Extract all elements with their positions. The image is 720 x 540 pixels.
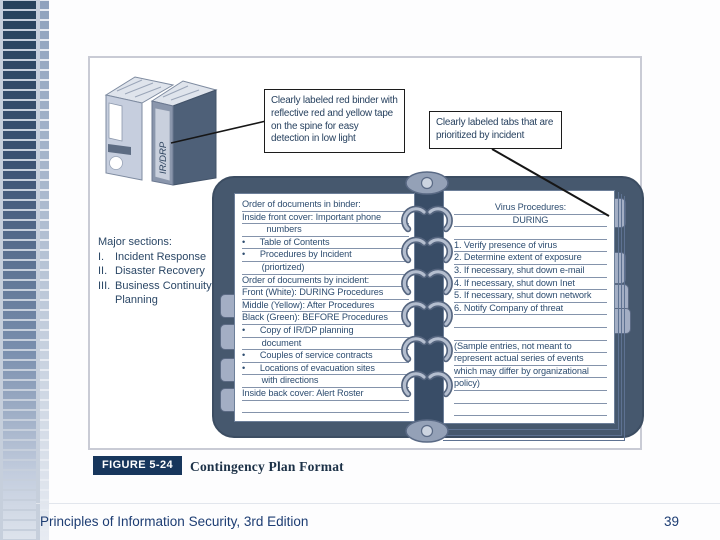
page-line: 4. If necessary, shut down Inet bbox=[454, 278, 607, 291]
page-line: Middle (Yellow): After Procedures bbox=[242, 300, 409, 313]
page-line: 3. If necessary, shut down e-mail bbox=[454, 265, 607, 278]
callout-tabs-text: Clearly labeled tabs that are prioritize… bbox=[436, 117, 554, 141]
page-line: • Procedures by Incident bbox=[242, 249, 409, 262]
page-line: Order of documents by incident: bbox=[242, 275, 409, 288]
page-line: document bbox=[242, 338, 409, 351]
callout-red-binder: Clearly labeled red binder with reflecti… bbox=[264, 89, 405, 153]
page-line: • Locations of evacuation sites bbox=[242, 363, 409, 376]
page-line bbox=[454, 404, 607, 417]
ir-drp-binder: IR/DRP bbox=[150, 80, 218, 186]
left-stripe-column bbox=[0, 0, 40, 540]
figure-label: FIGURE 5-24 bbox=[93, 456, 183, 475]
page-line: Virus Procedures: bbox=[454, 202, 607, 215]
page-line: 6. Notify Company of threat bbox=[454, 303, 607, 316]
stripe-bars-light bbox=[40, 1, 49, 539]
page-line: Black (Green): BEFORE Procedures bbox=[242, 312, 409, 325]
page-line: Inside front cover: Important phone bbox=[242, 212, 409, 225]
major-sections: Major sections: I. Incident Response II.… bbox=[98, 235, 232, 308]
binder-right-page: Virus Procedures: DURING 1. Verify prese… bbox=[443, 190, 615, 424]
page-line bbox=[454, 315, 607, 328]
page-line: numbers bbox=[242, 224, 409, 237]
page-line: with directions bbox=[242, 375, 409, 388]
left-stripe-column-light bbox=[40, 0, 49, 540]
stripe-bars bbox=[3, 1, 36, 539]
page-line: represent actual series of events bbox=[454, 353, 607, 366]
page-line: Inside back cover: Alert Roster bbox=[242, 388, 409, 401]
figure-caption: Contingency Plan Format bbox=[190, 459, 344, 474]
major-section-item: II. Disaster Recovery bbox=[98, 265, 205, 277]
page-line: DURING bbox=[454, 215, 607, 228]
page-line: 2. Determine extent of exposure bbox=[454, 252, 607, 265]
binder-left-page: Order of documents in binder: Inside fro… bbox=[234, 193, 415, 422]
page-line bbox=[454, 328, 607, 341]
page-line: • Table of Contents bbox=[242, 237, 409, 250]
page-line: 1. Verify presence of virus bbox=[454, 240, 607, 253]
binder-spine bbox=[413, 182, 443, 432]
left-binder bbox=[104, 76, 175, 181]
callout-red-binder-text: Clearly labeled red binder with reflecti… bbox=[271, 95, 398, 145]
page-line: • Copy of IR/DP planning bbox=[242, 325, 409, 338]
page-number: 39 bbox=[664, 514, 680, 529]
binder-spine-label: IR/DRP bbox=[158, 141, 169, 174]
page-line bbox=[454, 227, 607, 240]
page-line bbox=[454, 391, 607, 404]
binders-illustration: IR/DRP bbox=[104, 76, 218, 186]
page-line: (Sample entries, not meant to bbox=[454, 341, 607, 354]
footer-title: Principles of Information Security, 3rd … bbox=[40, 514, 309, 529]
callout-tabs: Clearly labeled tabs that are prioritize… bbox=[429, 111, 562, 149]
major-sections-title: Major sections: bbox=[98, 236, 172, 248]
page-line: • Couples of service contracts bbox=[242, 350, 409, 363]
binder-finger-hole bbox=[109, 156, 123, 170]
page-line: (priortized) bbox=[242, 262, 409, 275]
ring-binder: Order of documents in binder: Inside fro… bbox=[212, 171, 644, 443]
page-line: Order of documents in binder: bbox=[242, 199, 409, 212]
page-line: which may differ by organizational bbox=[454, 366, 607, 379]
page-line: 5. If necessary, shut down network bbox=[454, 290, 607, 303]
footer-divider bbox=[36, 503, 720, 504]
page-line bbox=[242, 413, 409, 421]
major-section-item: III. Business Continuity Planning bbox=[98, 279, 212, 307]
major-section-item: I. Incident Response bbox=[98, 250, 207, 263]
page-line: policy) bbox=[454, 378, 607, 391]
page-line bbox=[242, 401, 409, 414]
page-line: Front (White): DURING Procedures bbox=[242, 287, 409, 300]
